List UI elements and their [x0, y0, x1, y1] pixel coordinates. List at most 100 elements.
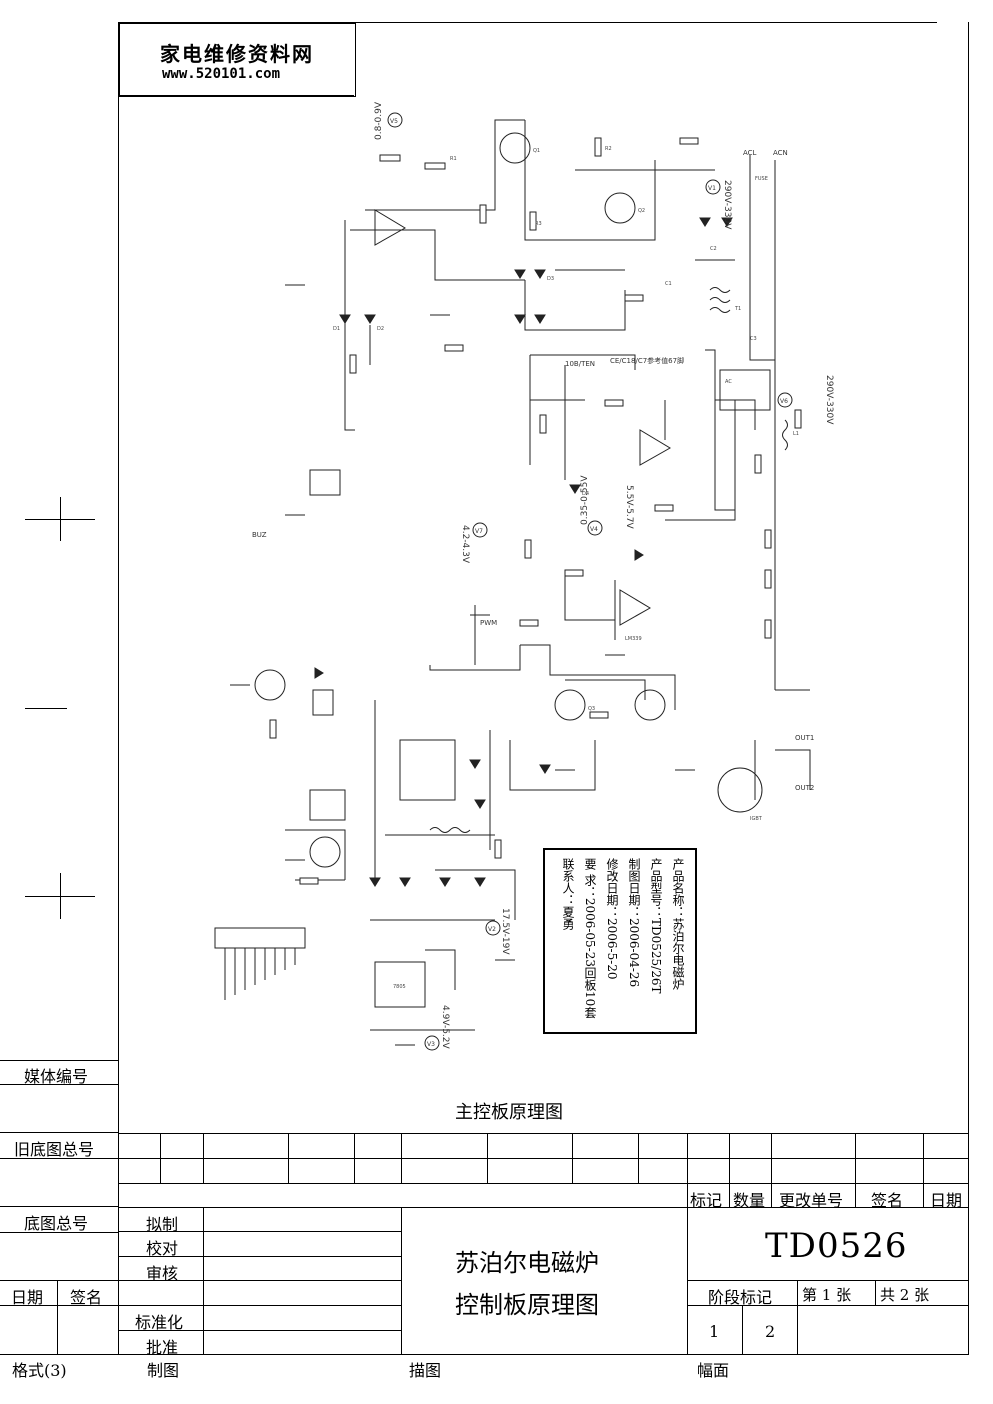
- resistor: [764, 619, 772, 639]
- sign-row-check: 校对: [146, 1239, 179, 1258]
- voltage-label: 4.2-4.3V: [460, 525, 470, 564]
- stage-value-1: 1: [709, 1322, 720, 1341]
- component-label: D2: [377, 326, 384, 332]
- diode: [569, 484, 581, 494]
- component-label: L1: [793, 431, 799, 437]
- reg-mark-v1: [60, 497, 61, 541]
- node-label: OUT2: [795, 784, 814, 792]
- diode: [534, 269, 546, 279]
- component-label: D3: [547, 276, 554, 282]
- info-line: 产品名称：苏泊尔电磁炉: [671, 858, 685, 990]
- igbt: [717, 767, 763, 813]
- left-col-line: [0, 1232, 118, 1233]
- left-col-vline: [57, 1280, 58, 1354]
- probe-label: V7: [475, 528, 483, 535]
- component-label: Q1: [533, 148, 540, 154]
- rev-header-sign: 签名: [871, 1191, 904, 1210]
- frame-right: [968, 22, 969, 1354]
- opamp: [619, 589, 651, 626]
- component-label: T1: [734, 306, 741, 312]
- rev-header-date: 日期: [930, 1191, 963, 1210]
- test-point: [705, 179, 721, 195]
- node-label: BUZ: [252, 531, 267, 539]
- voltage-label: 0.35-0.55V: [580, 475, 590, 525]
- probe-label: V5: [390, 118, 398, 125]
- diode: [314, 667, 324, 679]
- wire: [714, 400, 735, 511]
- sign-line: [118, 1305, 402, 1306]
- wire: [565, 679, 646, 700]
- logo-name: 家电维修资料网: [160, 42, 314, 66]
- opamp: [639, 429, 671, 466]
- resistor: [754, 454, 762, 474]
- resistor: [539, 414, 547, 434]
- component-label: 7805: [393, 984, 406, 990]
- rev-vline: [160, 1133, 161, 1183]
- component-label: FUSE: [755, 176, 768, 182]
- wire: [350, 229, 525, 281]
- resistor: [764, 529, 772, 549]
- rev-vline: [638, 1133, 639, 1183]
- component-label: D4: [582, 491, 589, 497]
- date-label: 日期: [11, 1288, 44, 1307]
- diode: [364, 314, 376, 324]
- media-number-label: 媒体编号: [24, 1067, 89, 1086]
- sheet-label: 第 1 张: [802, 1286, 852, 1304]
- transistor: [254, 669, 286, 701]
- resistor: [794, 409, 802, 429]
- logo-url: www.520101.com: [162, 66, 281, 82]
- wire: [520, 644, 676, 710]
- rev-vline: [487, 1133, 488, 1183]
- rev-line: [118, 1158, 969, 1159]
- sign-line: [118, 1256, 402, 1257]
- transistor: [634, 689, 666, 721]
- resistor: [379, 154, 401, 162]
- resistor: [529, 211, 537, 231]
- component-label: C3: [750, 336, 757, 342]
- model-number: TD0526: [765, 1226, 908, 1266]
- model-vline: [797, 1280, 798, 1354]
- node-label: CE/C18/C7参考值67脚: [610, 356, 684, 365]
- voltage-label: 5.5V-5.7V: [624, 485, 634, 530]
- wire: [344, 220, 355, 431]
- sign-line: [118, 1280, 402, 1281]
- diode: [474, 799, 486, 809]
- logo-bottom-line: [119, 95, 354, 96]
- rev-line: [118, 1183, 969, 1184]
- probe-label: V1: [708, 185, 716, 192]
- diode: [399, 877, 411, 887]
- wire: [665, 400, 736, 521]
- diode: [514, 269, 526, 279]
- diode: [469, 759, 481, 769]
- wire: [509, 740, 596, 791]
- node-label: 10B/TEN: [565, 360, 595, 368]
- resistor: [519, 619, 539, 627]
- diode: [474, 877, 486, 887]
- wire: [530, 354, 636, 370]
- resistor: [349, 354, 357, 374]
- resistor: [494, 839, 502, 859]
- sign-row-review: 审核: [146, 1264, 179, 1283]
- component-label: R1: [450, 156, 457, 162]
- component-label: LM339: [625, 636, 642, 642]
- sign-row-standard: 标准化: [135, 1313, 184, 1332]
- transistor: [604, 192, 636, 224]
- resistor: [604, 399, 624, 407]
- resistor: [594, 137, 602, 157]
- product-title-line1: 苏泊尔电磁炉: [455, 1249, 599, 1277]
- left-col-line: [0, 1158, 118, 1159]
- wire: [425, 949, 456, 990]
- resistor: [524, 539, 532, 559]
- sign-line: [118, 1330, 402, 1331]
- model-line: [687, 1280, 969, 1281]
- rectifier-box: [719, 369, 771, 411]
- test-point: [587, 520, 603, 536]
- rev-vline: [401, 1133, 402, 1183]
- diode: [721, 217, 733, 227]
- footer-trace: 描图: [409, 1361, 442, 1380]
- wire: [564, 570, 615, 621]
- resistor: [564, 569, 584, 577]
- base-number-label: 底图总号: [24, 1214, 89, 1233]
- left-col-line: [0, 1305, 118, 1306]
- left-col-line: [0, 1132, 118, 1133]
